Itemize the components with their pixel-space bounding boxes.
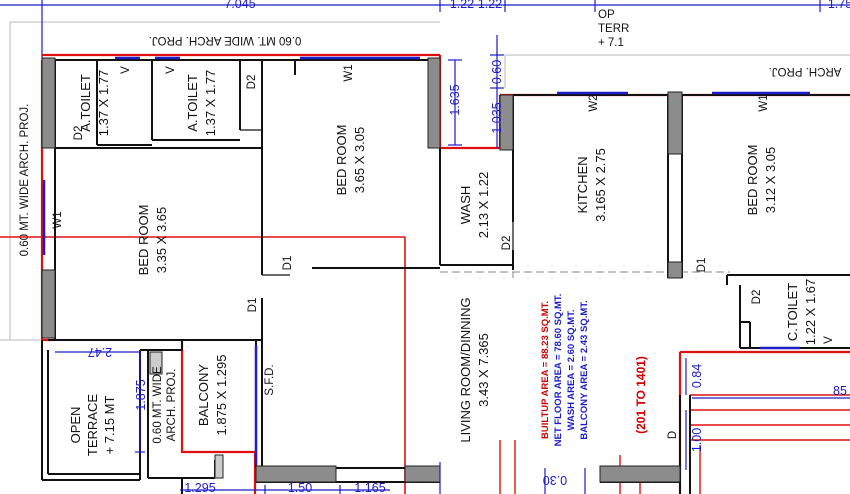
wash-area: WASH AREA = 2.60 SQ.MT. <box>566 310 577 431</box>
columns <box>41 57 683 483</box>
arch-proj-top-label: 0.60 MT. WIDE ARCH. PROJ. <box>149 34 302 46</box>
tag-w2-kitchen: W2 <box>588 94 600 111</box>
door-arcs <box>240 129 514 276</box>
dim-bottom-030: 0.30 <box>543 473 567 487</box>
room-c-toilet-size: 1.22 X 1.67 <box>803 279 818 346</box>
tag-d1-bed2: D1 <box>247 298 259 313</box>
room-kitchen-size: 3.165 X 2.75 <box>593 148 608 222</box>
room-bedroom-3: BED ROOM 3.12 X 3.05 <box>745 145 778 216</box>
dim-0-84: 0.84 <box>690 364 704 388</box>
room-a-toilet-2-size: 1.37 X 1.77 <box>203 70 218 137</box>
dim-1-035: 1.035 <box>490 102 504 133</box>
tag-w1-bed1: W1 <box>343 64 355 81</box>
tag-d2-toilet1: D2 <box>73 126 85 141</box>
room-kitchen-name: KITCHEN <box>575 156 590 213</box>
room-bedroom-3-name: BED ROOM <box>745 145 760 216</box>
tag-d1-bed1: D1 <box>282 256 294 271</box>
top-right-note-1: OP <box>598 9 615 21</box>
top-right-note-3: + 7.1 <box>598 37 624 49</box>
dim-1-875: 1.875 <box>134 379 148 410</box>
room-balcony-name: BALCONY <box>196 364 211 426</box>
room-balcony-size: 1.875 X 1.295 <box>214 355 229 436</box>
arch-proj-right-label: ARCH. PROJ. <box>769 65 842 77</box>
room-open-terrace: OPEN TERRACE + 7.15 MT <box>68 394 117 456</box>
room-bedroom-2-name: BED ROOM <box>136 205 151 276</box>
tag-sfd: S.F.D. <box>264 364 276 395</box>
builtup-area: BUILTUP AREA = 88.23 SQ.MT. <box>540 301 551 439</box>
dimension-annotations <box>55 35 850 494</box>
room-a-toilet-2: A.TOILET 1.37 X 1.77 <box>185 70 218 137</box>
flat-range: (201 TO 1401) <box>634 356 648 434</box>
room-a-toilet-1-size: 1.37 X 1.77 <box>96 70 111 137</box>
room-c-toilet-name: C.TOILET <box>785 283 800 341</box>
room-bedroom-1-name: BED ROOM <box>334 125 349 196</box>
tag-d-entry: D <box>667 431 679 439</box>
area-notes: BUILTUP AREA = 88.23 SQ.MT. NET FLOOR AR… <box>540 294 648 447</box>
tag-d1-bed3: D1 <box>696 258 708 273</box>
red-area-outline <box>0 53 850 494</box>
room-a-toilet-1-name: A.TOILET <box>78 74 93 132</box>
dim-top-3: 1.22 <box>478 0 502 11</box>
dim-2-47: 2.47 <box>88 345 112 359</box>
room-kitchen: KITCHEN 3.165 X 2.75 <box>575 148 608 222</box>
terrace-line-3: + 7.15 MT <box>102 395 117 454</box>
room-bedroom-1-size: 3.65 X 3.05 <box>352 127 367 194</box>
room-bedroom-1: BED ROOM 3.65 X 3.05 <box>334 125 367 196</box>
tag-d2-ctoilet: D2 <box>751 290 763 305</box>
room-living-dining: LIVING ROOM/DINNING 3.43 X 7.365 <box>458 297 491 442</box>
room-a-toilet-2-name: A.TOILET <box>185 74 200 132</box>
tag-d2-wash: D2 <box>501 236 513 251</box>
tag-v-ctoilet: V <box>823 336 835 344</box>
tag-v-toilet1: V <box>120 66 132 74</box>
terrace-line-2: TERRACE <box>85 394 100 456</box>
dim-top-4: 1.75 <box>828 0 850 11</box>
tag-w1-bed3: W1 <box>758 94 770 111</box>
door-window-tags: D2 V V D2 W1 W1 D1 D1 D2 W2 W1 D1 D2 V D… <box>52 64 835 439</box>
dim-bottom-150: 1.50 <box>288 481 312 494</box>
dim-top-1: 7.045 <box>224 0 255 11</box>
windows <box>42 56 810 465</box>
dim-bottom-1165: 1.165 <box>354 481 385 494</box>
dim-bottom-1295: 1.295 <box>184 481 215 494</box>
net-floor-area: NET FLOOR AREA = 78.60 SQ.MT. <box>553 294 564 447</box>
terrace-line-1: OPEN <box>68 407 83 444</box>
tag-d2-toilet2: D2 <box>246 75 258 90</box>
arch-proj-left-label: 0.60 MT. WIDE ARCH. PROJ. <box>19 104 31 257</box>
room-wash-size: 2.13 X 1.22 <box>476 172 491 239</box>
balcony-arch-2: ARCH. PROJ. <box>166 369 178 442</box>
top-dimension-line: 7.045 1.22 1.22 1.75 <box>0 0 850 60</box>
room-a-toilet-1: A.TOILET 1.37 X 1.77 <box>78 70 111 137</box>
top-right-note-2: TERR <box>598 23 629 35</box>
room-bedroom-2-size: 3.35 X 3.65 <box>154 207 169 274</box>
room-living-name: LIVING ROOM/DINNING <box>458 297 473 442</box>
balcony-arch-1: 0.60 MT. WIDE <box>152 366 164 444</box>
tag-w1-bed2: W1 <box>52 211 64 228</box>
room-wash-name: WASH <box>458 186 473 225</box>
dim-85: 85 <box>833 384 847 398</box>
tag-v-toilet2: V <box>165 66 177 74</box>
room-living-size: 3.43 X 7.365 <box>476 333 491 407</box>
dim-1-635: 1.635 <box>448 84 462 115</box>
balcony-area: BALCONY AREA = 2.43 SQ.MT. <box>579 300 590 439</box>
guide-lines <box>0 21 850 341</box>
room-balcony: BALCONY 1.875 X 1.295 <box>196 355 229 436</box>
dim-top-2: 1.22 <box>450 0 474 11</box>
balcony-arch-proj: 0.60 MT. WIDE ARCH. PROJ. <box>152 366 178 444</box>
room-c-toilet: C.TOILET 1.22 X 1.67 <box>785 279 818 346</box>
dim-1-00: 1.00 <box>690 428 704 452</box>
room-bedroom-2: BED ROOM 3.35 X 3.65 <box>136 205 169 276</box>
dim-0-60: 0.60 <box>490 60 504 84</box>
room-bedroom-3-size: 3.12 X 3.05 <box>763 147 778 214</box>
room-wash: WASH 2.13 X 1.22 <box>458 172 491 239</box>
